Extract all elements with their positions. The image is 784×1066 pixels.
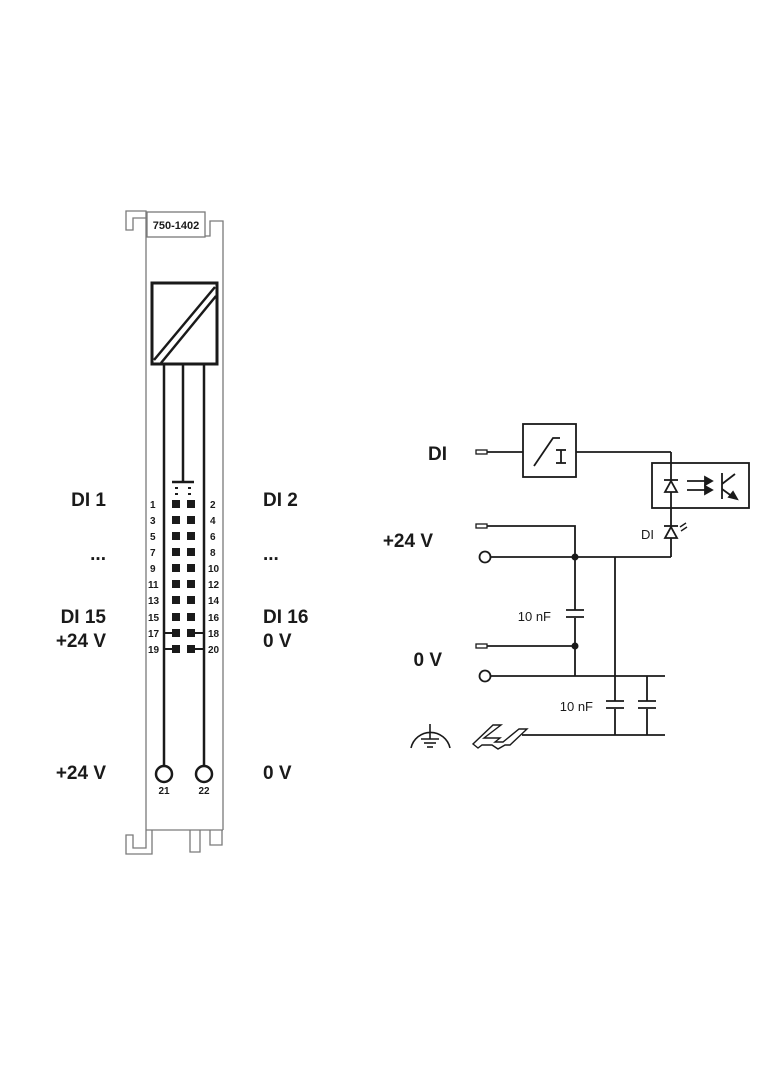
part-number-label: 750-1402	[146, 211, 206, 238]
svg-text:+24 V: +24 V	[383, 531, 434, 552]
svg-text:1: 1	[150, 500, 156, 511]
svg-text:+24 V: +24 V	[56, 763, 107, 784]
svg-text:10: 10	[208, 564, 220, 575]
svg-text:10 nF: 10 nF	[560, 699, 593, 714]
spring-terminal-icon	[475, 449, 488, 455]
svg-text:9: 9	[150, 564, 156, 575]
ground-icon	[410, 724, 451, 749]
right-signal-labels: DI 2 ... DI 16 0 V 0 V	[263, 490, 308, 784]
svg-text:21: 21	[158, 786, 170, 797]
svg-text:5: 5	[150, 532, 156, 543]
light-arrows-icon	[687, 475, 714, 496]
svg-text:4: 4	[210, 516, 216, 527]
svg-text:DI: DI	[641, 527, 654, 542]
svg-text:DI 2: DI 2	[263, 490, 298, 511]
led-icon	[663, 522, 688, 539]
capacitor-icon	[566, 609, 584, 618]
svg-text:18: 18	[208, 629, 220, 640]
terminal-blocks	[172, 500, 195, 653]
converter-symbol	[150, 281, 219, 366]
svg-text:0 V: 0 V	[263, 763, 292, 784]
svg-text:8: 8	[210, 548, 216, 559]
svg-text:DI 16: DI 16	[263, 607, 308, 628]
svg-text:11: 11	[148, 580, 159, 591]
svg-text:14: 14	[208, 596, 220, 607]
svg-text:+24 V: +24 V	[56, 631, 107, 652]
svg-text:22: 22	[198, 786, 210, 797]
junction-dots	[571, 553, 579, 650]
svg-text:...: ...	[263, 544, 279, 565]
pin-numbers-left: 1 3 5 7 9 11 13 15 17 19	[148, 500, 160, 656]
svg-text:DI: DI	[428, 444, 447, 465]
internal-wires	[162, 364, 206, 766]
capacitor-icon	[638, 700, 656, 709]
svg-text:DI 1: DI 1	[71, 490, 106, 511]
schematic	[475, 423, 750, 736]
svg-text:19: 19	[148, 645, 160, 656]
svg-text:750-1402: 750-1402	[153, 220, 200, 232]
svg-text:2: 2	[210, 500, 216, 511]
svg-text:13: 13	[148, 596, 160, 607]
pin-numbers-right: 2 4 6 8 10 12 14 16 18 20	[208, 500, 220, 656]
svg-text:20: 20	[208, 645, 220, 656]
power-terminals: 21 22	[154, 764, 214, 797]
optocoupler-diode-icon	[663, 479, 679, 493]
svg-text:7: 7	[150, 548, 156, 559]
svg-text:0 V: 0 V	[413, 650, 442, 671]
phototransistor-icon	[721, 473, 739, 501]
input-filter-box	[522, 423, 577, 478]
optocoupler-box	[651, 462, 750, 509]
power-pin-links	[164, 632, 204, 650]
svg-text:3: 3	[150, 516, 156, 527]
din-rail-icon	[471, 724, 529, 750]
tee-dots	[175, 487, 191, 495]
schematic-labels: DI +24 V 0 V DI 10 nF 10 nF	[383, 444, 654, 714]
svg-text:12: 12	[208, 580, 220, 591]
filter-icon	[533, 437, 566, 467]
module-outline	[125, 210, 224, 855]
svg-text:DI 15: DI 15	[61, 607, 107, 628]
capacitor-icon	[606, 700, 624, 709]
svg-text:10 nF: 10 nF	[518, 609, 551, 624]
left-signal-labels: DI 1 ... DI 15 +24 V +24 V	[56, 490, 107, 784]
svg-text:6: 6	[210, 532, 216, 543]
svg-text:17: 17	[148, 629, 160, 640]
svg-text:...: ...	[90, 544, 106, 565]
svg-text:16: 16	[208, 613, 220, 624]
svg-text:0 V: 0 V	[263, 631, 292, 652]
svg-text:15: 15	[148, 613, 160, 624]
